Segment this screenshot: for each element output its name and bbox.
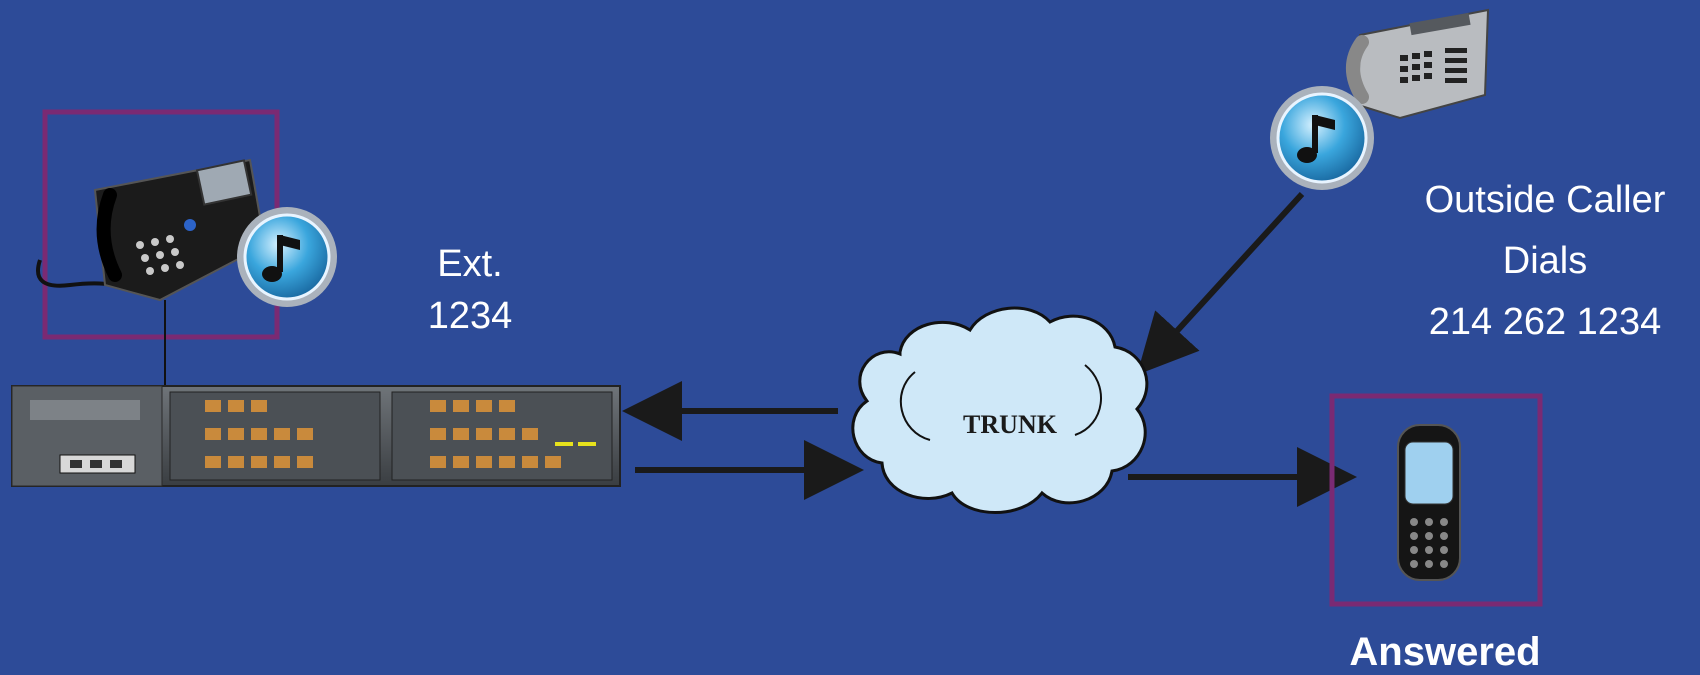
music-note-icon — [237, 207, 337, 307]
extension-label: Ext. 1234 — [400, 238, 540, 342]
music-note-icon — [1270, 86, 1374, 190]
outside-caller-number: 214 262 1234 — [1428, 301, 1662, 343]
outside-phone-icon — [1346, 8, 1490, 120]
answered-label: Answered — [1349, 630, 1541, 674]
cloud-icon — [851, 306, 1149, 514]
trunk-label: TRUNK — [963, 410, 1057, 439]
outside-caller-action: Dials — [1502, 240, 1588, 282]
mobile-phone-icon — [1329, 393, 1543, 607]
extension-label-line1: Ext. — [437, 243, 503, 285]
outside-caller-title: Outside Caller — [1424, 179, 1666, 221]
extension-number: 1234 — [427, 295, 513, 337]
outside-caller-label: Outside Caller Dials 214 262 1234 — [1395, 170, 1695, 353]
arrow-icon — [622, 191, 1357, 507]
desk-phone-icon — [36, 109, 280, 385]
pbx-system-icon — [11, 385, 621, 487]
